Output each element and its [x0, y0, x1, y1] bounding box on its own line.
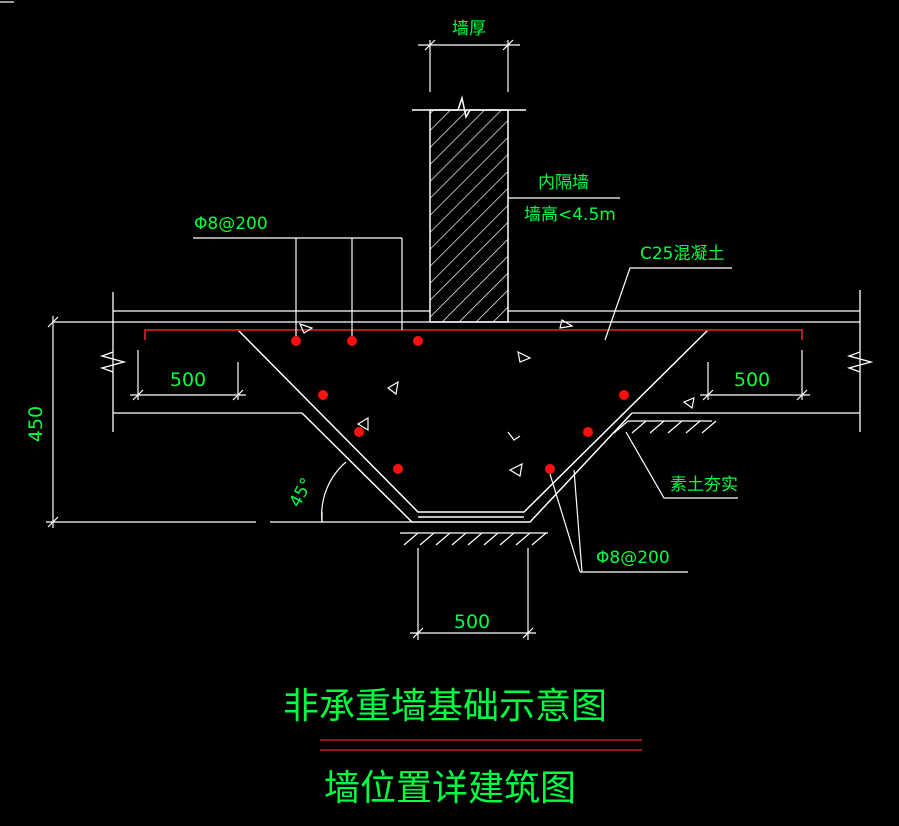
concrete-leader [604, 267, 732, 341]
floor-slab [52, 290, 874, 432]
depth-dimension [46, 316, 256, 528]
interior-wall [412, 95, 526, 323]
foundation-outline [237, 329, 709, 523]
depth-label: 450 [25, 406, 47, 442]
left-width-label: 500 [170, 369, 206, 391]
angle-indicator [270, 461, 412, 523]
rebar-dots [291, 336, 629, 474]
compacted-soil-label: 素土夯实 [670, 475, 738, 495]
bottom-rebar-label: Φ8@200 [596, 548, 670, 568]
drawing-title: 非承重墙基础示意图 [283, 686, 607, 727]
wall-thickness-label: 墙厚 [452, 19, 486, 39]
compacted-soil-leader [625, 431, 738, 499]
left-width-dimension [130, 350, 246, 401]
bottom-width-dimension [410, 548, 536, 640]
wall-thickness-dimension [418, 39, 520, 92]
interior-wall-label: 内隔墙 [538, 173, 589, 193]
top-rebar-leader [193, 237, 403, 336]
wall-height-label: 墙高<4.5m [524, 205, 616, 225]
aggregate-marks [298, 319, 695, 477]
drawing-subtitle: 墙位置详建筑图 [324, 768, 576, 809]
compacted-soil-hatch [400, 420, 717, 546]
bottom-rebar-leader [549, 469, 688, 573]
right-width-label: 500 [734, 369, 770, 391]
concrete-label: C25混凝土 [640, 244, 725, 264]
right-width-dimension [700, 350, 810, 401]
bottom-width-label: 500 [454, 611, 490, 633]
top-rebar-label: Φ8@200 [194, 214, 268, 234]
concrete-reinforcement-outline [144, 329, 803, 340]
